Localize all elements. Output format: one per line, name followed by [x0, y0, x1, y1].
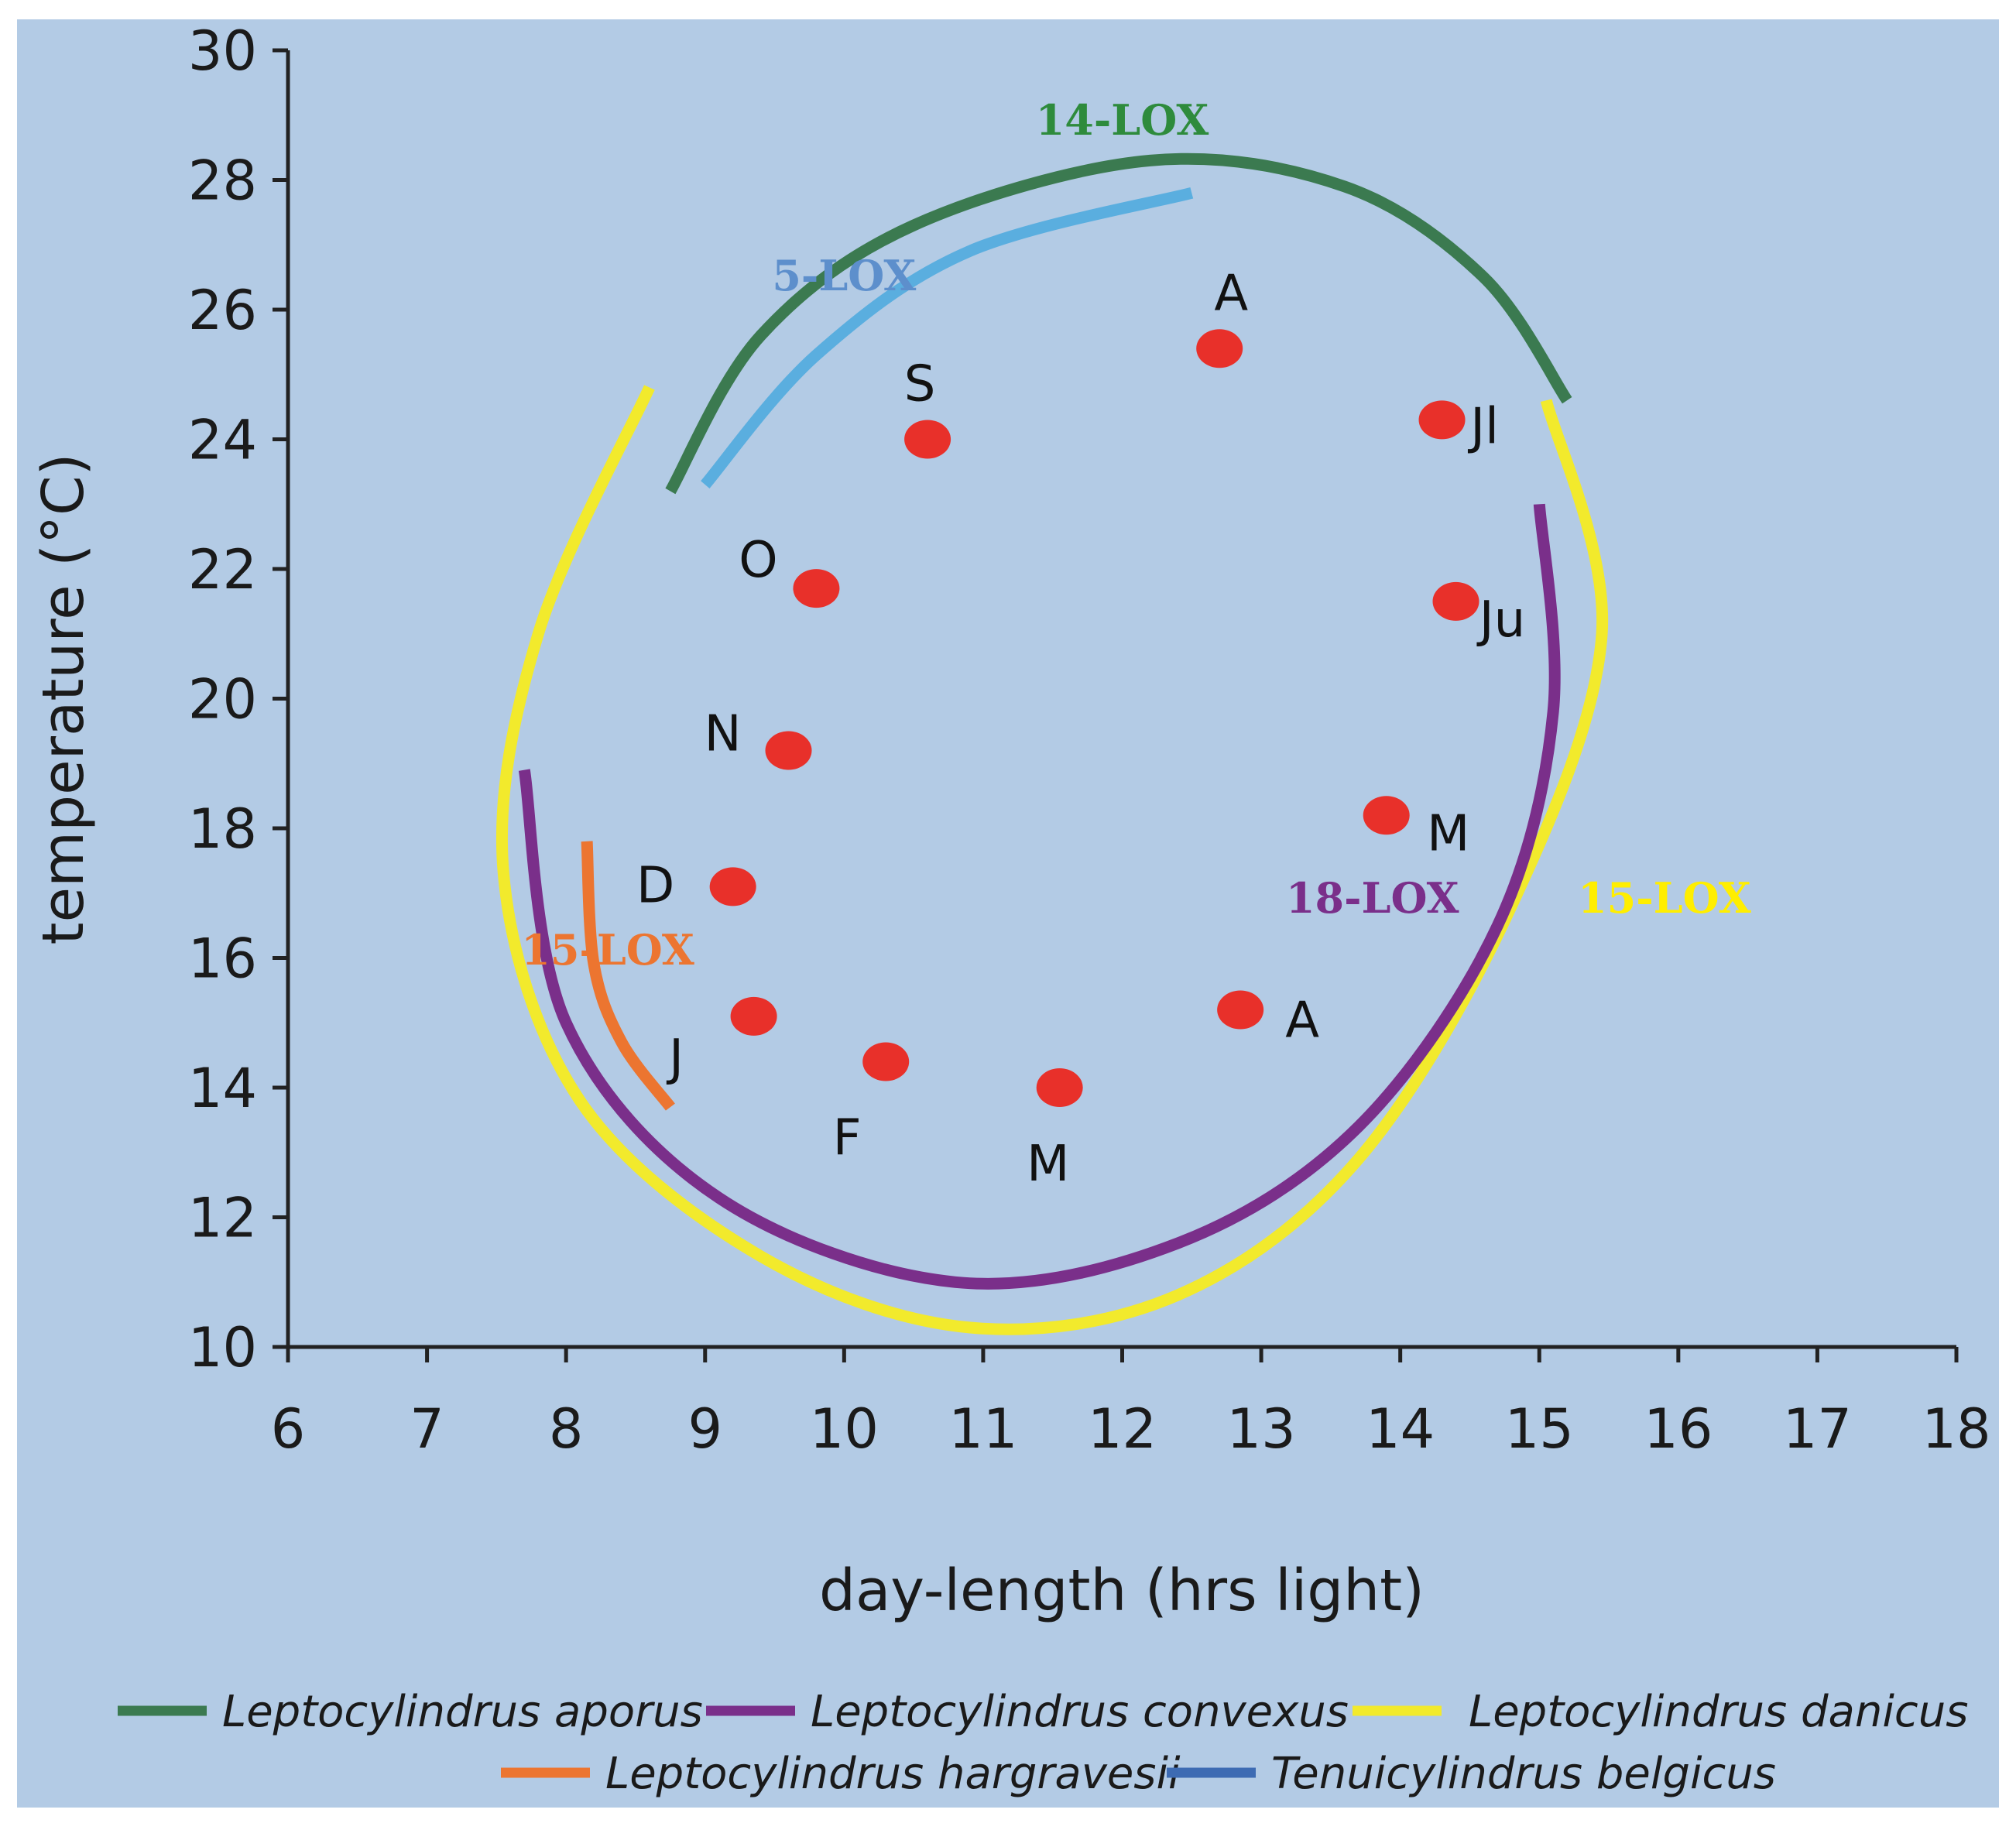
month-point — [1432, 581, 1479, 621]
x-tick-label: 18 — [1922, 1397, 1990, 1461]
seasonal-lox-chart: 6 7 8 9 10 11 12 13 14 15 16 17 18 10 12 14 16 18 20 22 24 26… — [17, 19, 1999, 1808]
enzyme-label: 15-LOX — [521, 925, 694, 975]
month-point — [1363, 796, 1410, 835]
month-point — [709, 867, 756, 906]
month-label: F — [833, 1110, 862, 1167]
month-label: O — [739, 532, 777, 589]
month-label: S — [904, 356, 936, 413]
month-point — [1217, 990, 1264, 1030]
x-tick-label: 6 — [271, 1397, 306, 1461]
y-tick-label: 22 — [188, 538, 257, 601]
x-tick-label: 16 — [1644, 1397, 1713, 1461]
month-point — [862, 1042, 910, 1081]
tenuicylindrus-belgicus-arc — [701, 187, 1194, 488]
y-tick-label: 24 — [188, 409, 257, 472]
y-axis-title: temperature (°C) — [30, 453, 97, 944]
month-label: Jl — [1467, 398, 1499, 455]
legend-label-leptocylindrus-aporus: Leptocylindrus aporus — [222, 1687, 703, 1737]
month-point — [730, 996, 777, 1036]
y-tick-label: 16 — [188, 927, 257, 991]
enzyme-curves — [495, 152, 1609, 1335]
y-tick-label: 10 — [188, 1316, 257, 1379]
legend-label-leptocylindrus-hargravesii: Leptocylindrus hargravesii — [605, 1749, 1181, 1799]
x-tick-label: 17 — [1783, 1397, 1852, 1461]
leptocylindrus-danicus-arc — [495, 385, 1609, 1335]
x-tick-label: 7 — [410, 1397, 444, 1461]
y-tick-label: 14 — [188, 1057, 257, 1120]
month-point — [1418, 400, 1466, 440]
x-tick-label: 12 — [1088, 1397, 1157, 1461]
month-label: Ju — [1476, 591, 1525, 649]
enzyme-label: 5-LOX — [772, 251, 916, 300]
x-tick-label: 10 — [810, 1397, 879, 1461]
chart-background — [17, 19, 1999, 1808]
legend: Leptocylindrus aporus Leptocylindrus conv… — [118, 1687, 1968, 1799]
enzyme-label: 15-LOX — [1578, 873, 1751, 923]
month-label: A — [1285, 992, 1319, 1050]
month-label: M — [1027, 1136, 1069, 1193]
enzyme-label: 14-LOX — [1036, 95, 1209, 145]
month-point — [1196, 329, 1243, 368]
legend-label-leptocylindrus-convexus: Leptocylindrus convexus — [811, 1687, 1349, 1737]
legend-label-tenuicylindrus-belgicus: Tenuicylindrus belgicus — [1271, 1749, 1776, 1799]
y-tick-label: 26 — [188, 279, 257, 342]
axis-ticks: 6 7 8 9 10 11 12 13 14 15 16 17 18 10 12 14 16 18 20 22 24 26… — [188, 19, 1991, 1461]
x-tick-label: 13 — [1227, 1397, 1296, 1461]
leptocylindrus-hargravesii-arc — [581, 841, 675, 1111]
x-tick-label: 15 — [1505, 1397, 1574, 1461]
x-tick-label: 11 — [948, 1397, 1017, 1461]
month-label: M — [1427, 805, 1469, 862]
y-tick-label: 18 — [188, 797, 257, 861]
curve-labels: 14-LOX 5-LOX 18-LOX 15-LOX 15-LOX — [521, 95, 1750, 975]
month-label: D — [636, 857, 674, 914]
y-tick-label: 28 — [188, 149, 257, 213]
y-tick-label: 12 — [188, 1187, 257, 1250]
month-point — [904, 420, 951, 459]
x-tick-label: 8 — [549, 1397, 584, 1461]
y-tick-label: 30 — [188, 19, 257, 83]
x-tick-label: 14 — [1366, 1397, 1435, 1461]
month-label: N — [705, 706, 742, 763]
enzyme-label: 18-LOX — [1286, 873, 1459, 923]
x-axis-title: day-length (hrs light) — [819, 1558, 1425, 1624]
y-tick-label: 20 — [188, 668, 257, 732]
month-point — [1036, 1068, 1083, 1107]
month-point — [793, 569, 840, 608]
x-tick-label: 9 — [687, 1397, 722, 1461]
month-point — [765, 731, 812, 770]
month-label: J — [666, 1030, 684, 1087]
month-label: A — [1214, 265, 1248, 322]
legend-label-leptocylindrus-danicus: Leptocylindrus danicus — [1469, 1687, 1968, 1737]
leptocylindrus-aporus-arc — [665, 152, 1572, 495]
leptocylindrus-convexus-arc — [518, 503, 1561, 1290]
